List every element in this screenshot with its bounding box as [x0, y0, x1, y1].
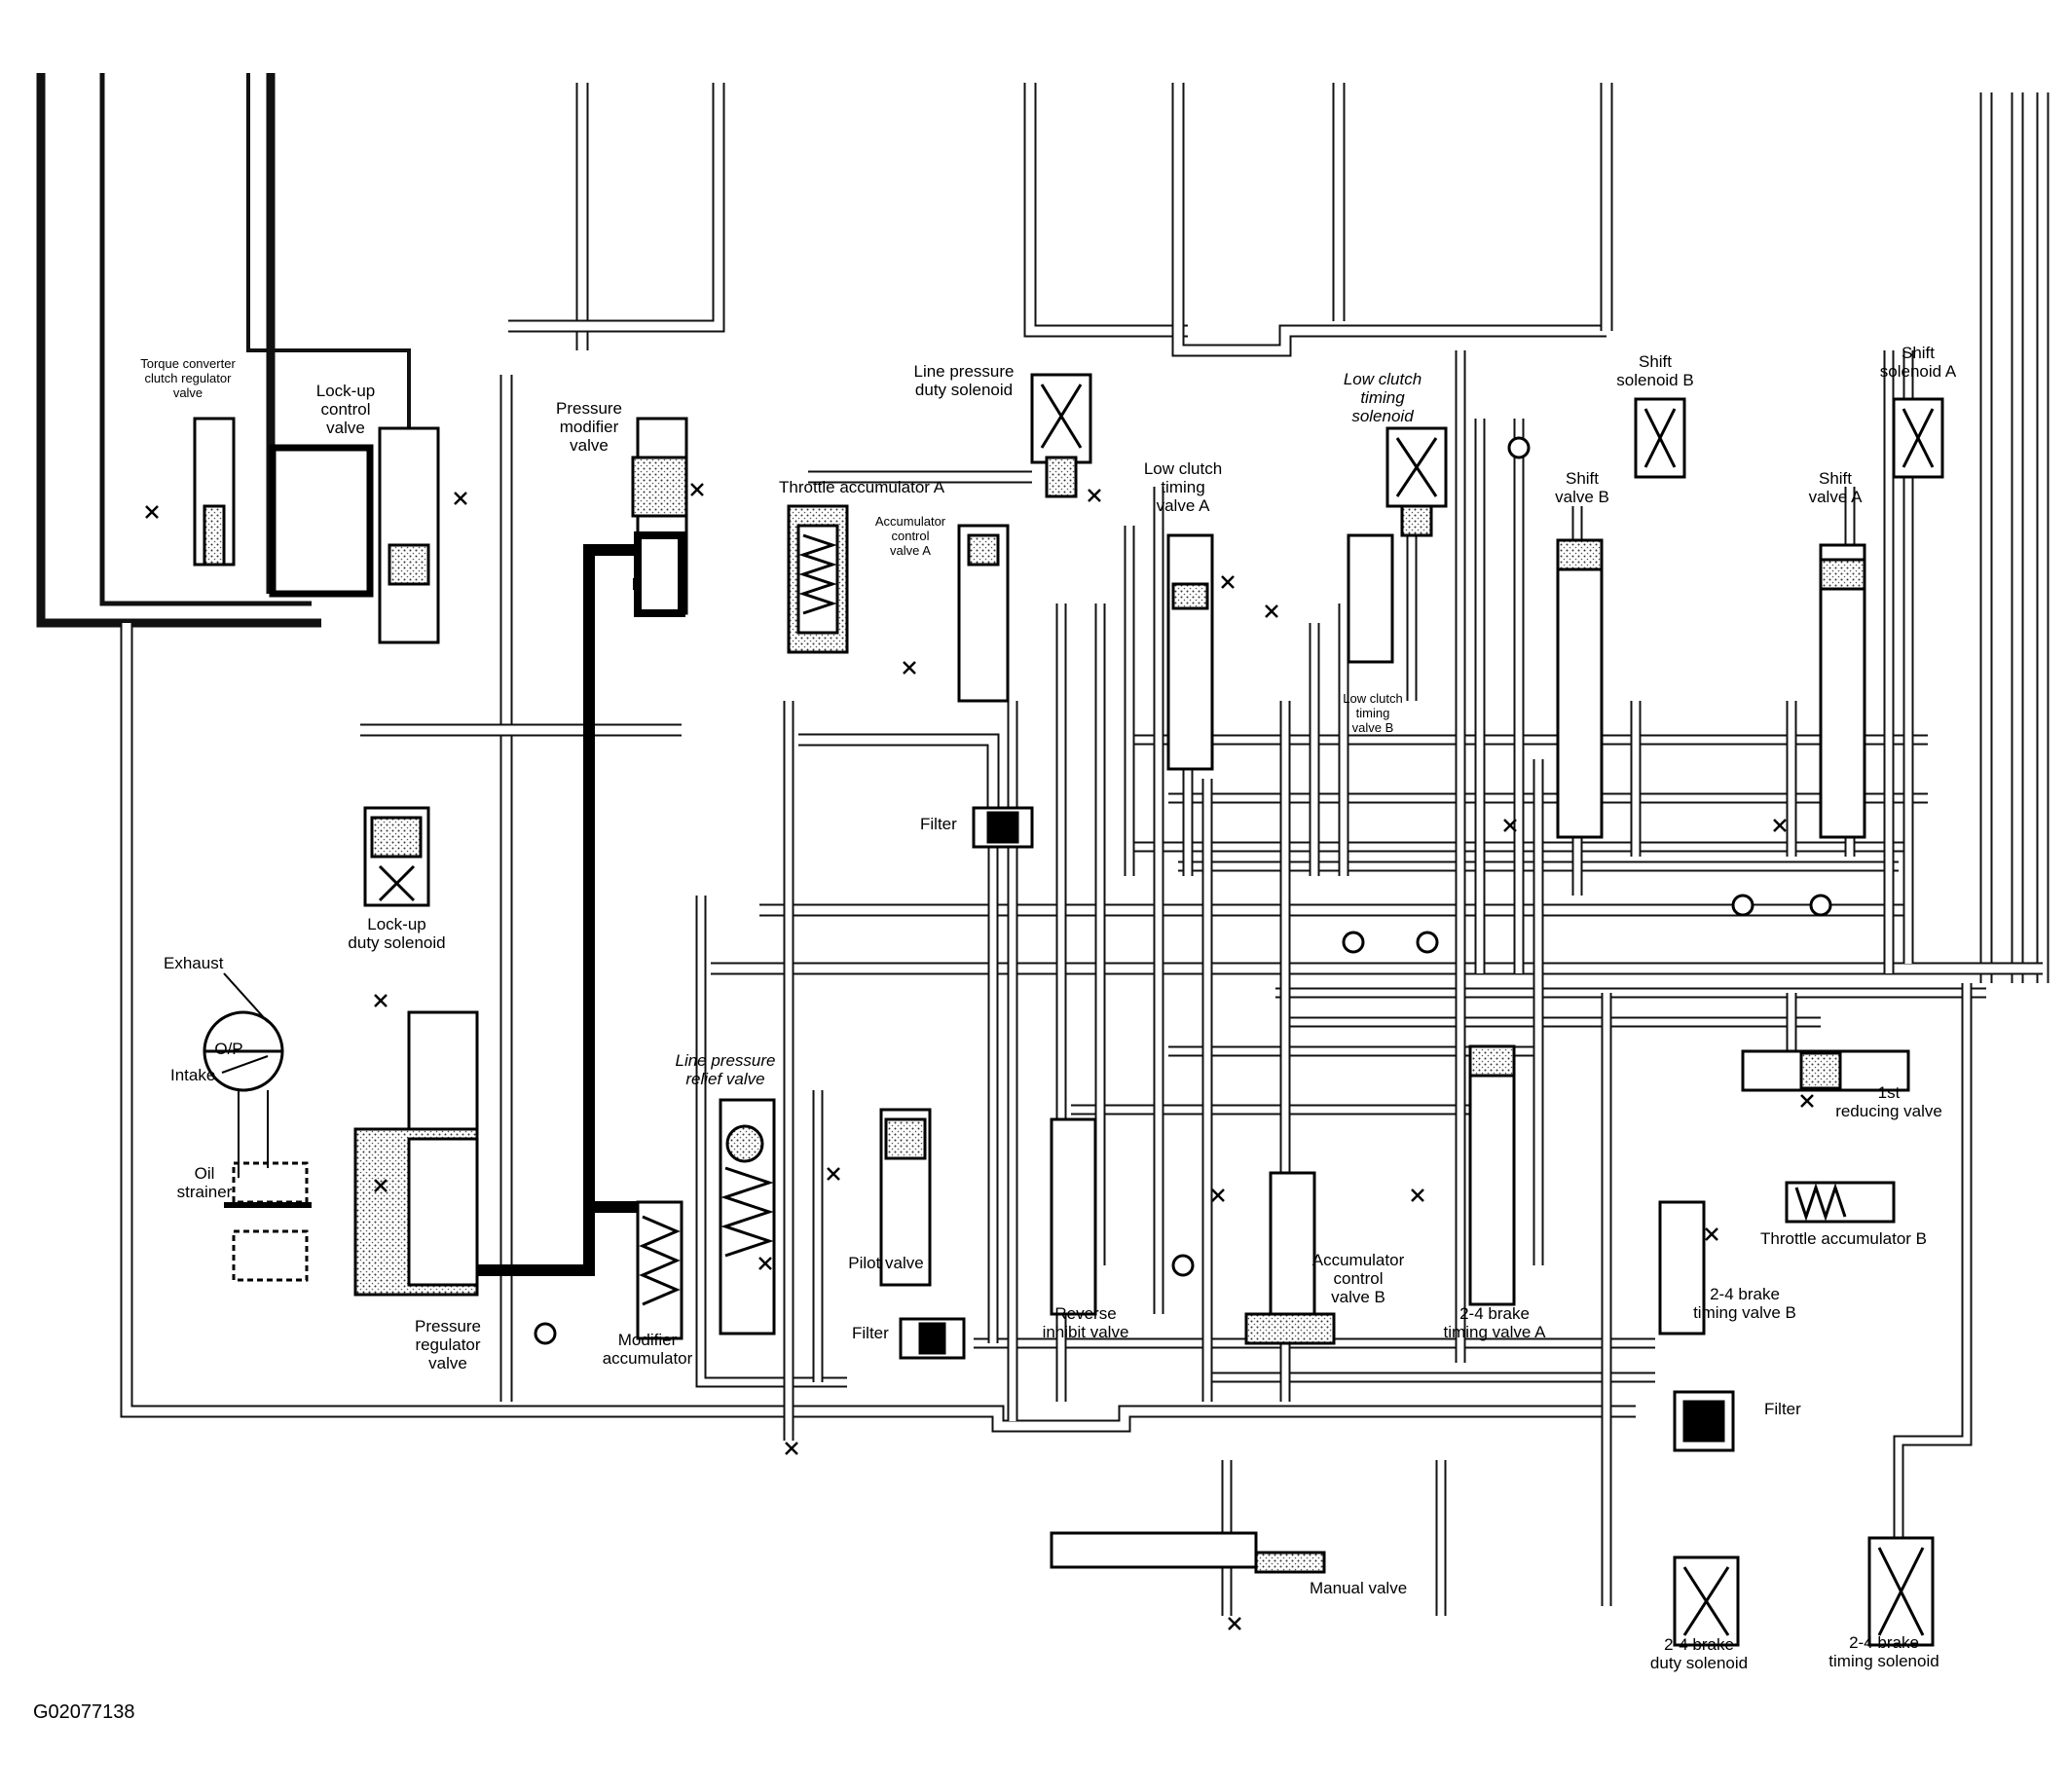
label-2-4-brake-duty-solenoid: 2-4 brake duty solenoid [1649, 1635, 1749, 1672]
top-pipes [508, 83, 2050, 983]
label-shift-solenoid-b: Shift solenoid B [1616, 352, 1694, 389]
leader-lines [221, 972, 269, 1178]
label-reverse-inhibit-valve: Reverse inhibit valve [1042, 1304, 1129, 1341]
label-low-clutch-timing-solenoid: Low clutch timing solenoid [1343, 370, 1422, 425]
label-accumulator-control-valve-a: Accumulator control valve A [874, 514, 946, 558]
label-line-pressure-relief-valve: Line pressure relief valve [675, 1051, 776, 1088]
label-1st-reducing-valve: 1st reducing valve [1835, 1083, 1942, 1120]
label-filter-1: Filter [920, 815, 957, 833]
label-intake: Intake [170, 1066, 216, 1084]
label-shift-solenoid-a: Shift solenoid A [1879, 344, 1957, 381]
label-2-4-brake-timing-solenoid: 2-4 brake timing solenoid [1828, 1633, 1939, 1670]
label-low-clutch-timing-valve-a: Low clutch timing valve A [1143, 459, 1223, 515]
label-filter-3: Filter [1764, 1400, 1801, 1418]
heavy-lines-left [36, 73, 411, 628]
exhaust-marks [145, 483, 1814, 1630]
label-line-pressure-duty-solenoid: Line pressure duty solenoid [913, 362, 1015, 399]
label-2-4-brake-timing-valve-b: 2-4 brake timing valve B [1693, 1285, 1796, 1322]
label-oil-pump: O/P [214, 1040, 243, 1058]
label-lockup-control-valve: Lock-up control valve [315, 382, 376, 437]
label-throttle-accumulator-a: Throttle accumulator A [779, 478, 945, 496]
label-throttle-accumulator-b: Throttle accumulator B [1760, 1229, 1928, 1248]
label-shift-valve-a: Shift valve A [1808, 469, 1863, 506]
label-shift-valve-b: Shift valve B [1555, 469, 1609, 506]
label-torque-converter-clutch-regulator-valve: Torque converter clutch regulator valve [140, 356, 236, 400]
figure-id: G02077138 [33, 1701, 135, 1723]
label-manual-valve: Manual valve [1310, 1579, 1408, 1597]
label-pressure-regulator-valve: Pressure regulator valve [414, 1317, 482, 1372]
label-lockup-duty-solenoid: Lock-up duty solenoid [348, 915, 446, 952]
label-exhaust: Exhaust [164, 954, 224, 972]
label-pilot-valve: Pilot valve [848, 1254, 924, 1272]
label-modifier-accumulator: Modifier accumulator [602, 1331, 693, 1368]
label-accumulator-control-valve-b: Accumulator control valve B [1311, 1251, 1405, 1306]
components [193, 373, 1944, 1647]
label-low-clutch-timing-valve-b: Low clutch timing valve B [1343, 691, 1403, 735]
vertical-lines [695, 350, 1973, 1616]
label-pressure-modifier-valve: Pressure modifier valve [555, 399, 623, 455]
label-oil-strainer: Oil strainer [176, 1164, 233, 1201]
label-2-4-brake-timing-valve-a: 2-4 brake timing valve A [1443, 1304, 1546, 1341]
label-filter-2: Filter [852, 1324, 889, 1342]
